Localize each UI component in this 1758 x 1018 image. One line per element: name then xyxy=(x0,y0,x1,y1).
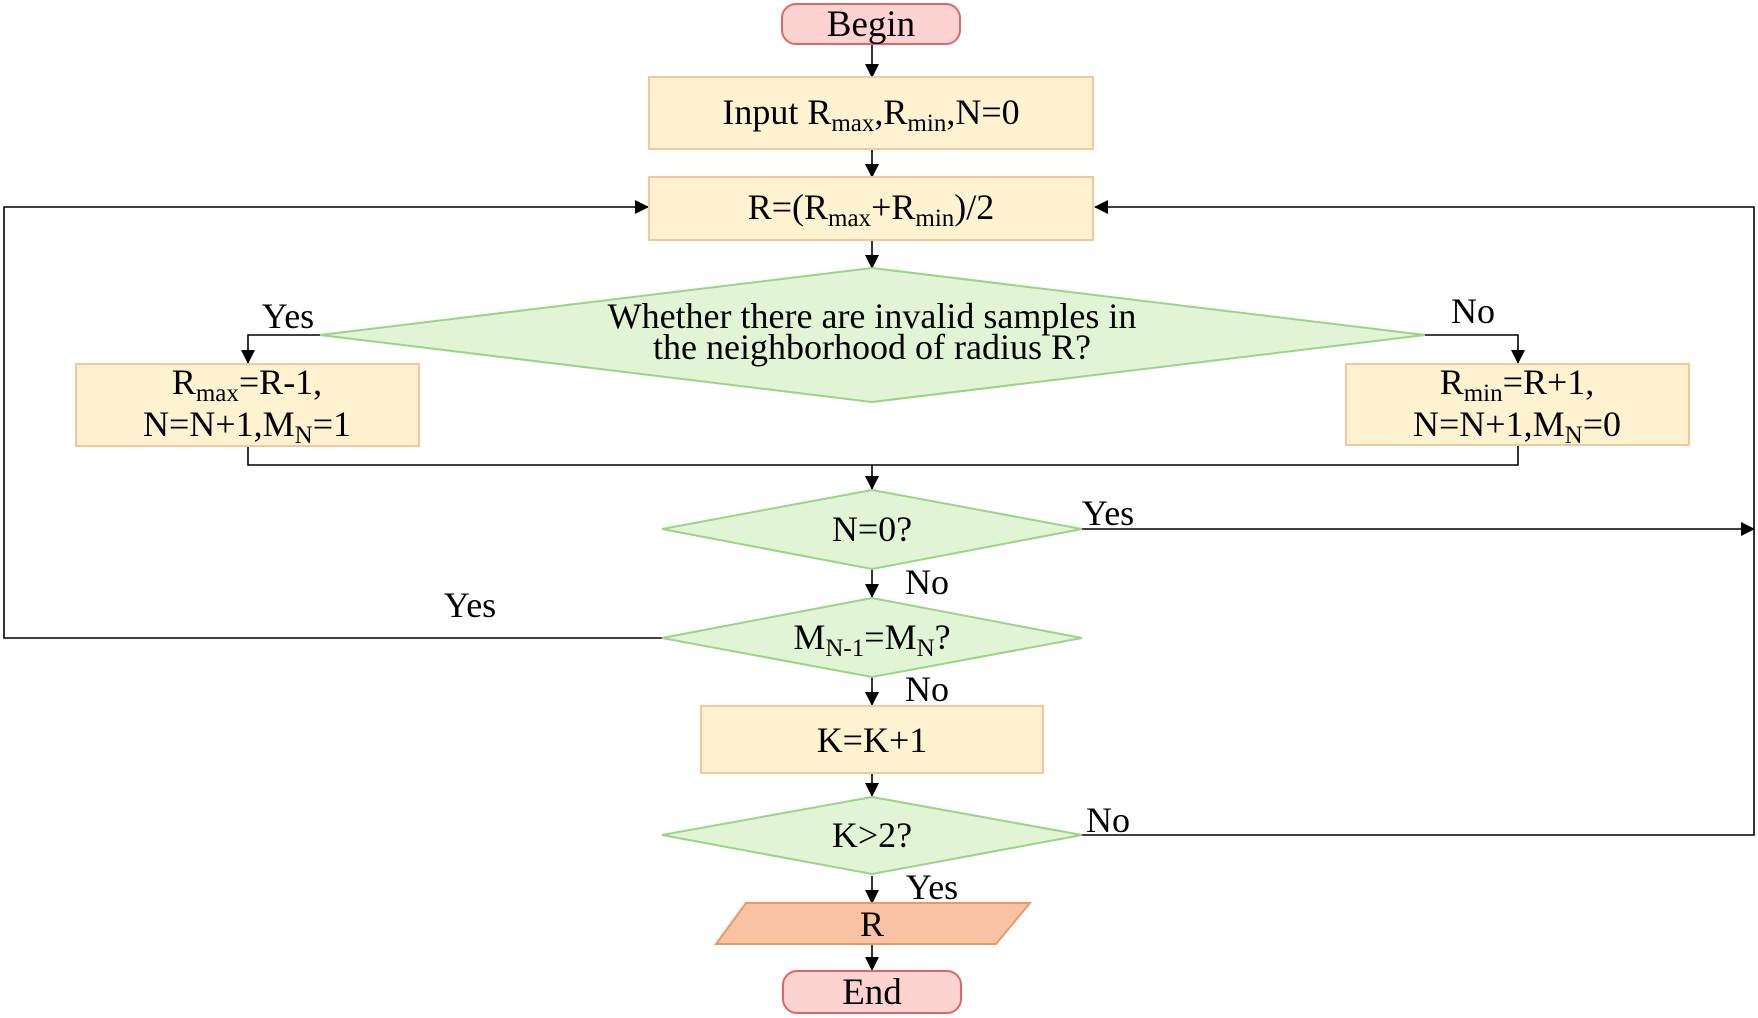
input-process: Input Rmax,Rmin,N=0 xyxy=(648,76,1094,150)
edge-labels: Yes No Yes No Yes No No Yes xyxy=(262,291,1495,907)
rmax-update-line1: Rmax=R-1, xyxy=(172,362,322,407)
rmin-update-line1: Rmin=R+1, xyxy=(1440,362,1595,407)
edge-invalid-no xyxy=(1425,334,1525,364)
increment-k-shape xyxy=(700,705,1044,774)
rmin-update-line2: N=N+1,MN=0 xyxy=(1413,404,1621,449)
n-zero-label: N=0? xyxy=(832,509,912,549)
input-shape xyxy=(648,76,1094,150)
label-invalid-yes: Yes xyxy=(262,296,314,336)
k-greater-decision: K>2? xyxy=(661,795,1083,876)
increment-k-label: K=K+1 xyxy=(817,720,928,760)
rmax-update-line2: N=N+1,MN=1 xyxy=(143,404,351,449)
begin-shape xyxy=(781,3,961,45)
begin-label: Begin xyxy=(827,4,915,45)
edge-k-no-loop xyxy=(1082,200,1755,836)
k-greater-shape xyxy=(661,795,1083,876)
m-equal-shape xyxy=(661,596,1083,679)
end-label: End xyxy=(842,972,902,1013)
m-equal-decision: MN-1=MN? xyxy=(661,596,1083,679)
output-r-io: R xyxy=(714,902,1033,945)
label-n0-no: No xyxy=(905,562,949,602)
output-r-shape xyxy=(714,902,1033,945)
label-k-yes: Yes xyxy=(906,867,958,907)
n-zero-shape xyxy=(661,488,1083,571)
invalid-samples-line1: Whether there are invalid samples in xyxy=(608,296,1137,336)
label-k-no: No xyxy=(1086,800,1130,840)
begin-terminal: Begin xyxy=(781,3,961,45)
input-label: Input Rmax,Rmin,N=0 xyxy=(722,92,1019,137)
label-n0-yes: Yes xyxy=(1082,493,1134,533)
rmin-update-process: Rmin=R+1, N=N+1,MN=0 xyxy=(1345,362,1690,449)
rmax-update-shape xyxy=(75,363,420,447)
output-r-label: R xyxy=(860,904,884,944)
end-terminal: End xyxy=(782,970,962,1014)
label-m-no: No xyxy=(905,669,949,709)
edge-left-merge xyxy=(247,446,1519,466)
increment-k-process: K=K+1 xyxy=(700,705,1044,774)
connectors xyxy=(3,44,1755,971)
compute-r-shape xyxy=(648,176,1094,241)
label-m-yes: Yes xyxy=(444,585,496,625)
invalid-samples-decision: Whether there are invalid samples in the… xyxy=(319,266,1426,404)
invalid-samples-shape xyxy=(319,266,1426,404)
edge-invalid-yes xyxy=(241,334,322,364)
compute-r-process: R=(Rmax+Rmin)/2 xyxy=(648,176,1094,241)
n-zero-decision: N=0? xyxy=(661,488,1083,571)
rmax-update-process: Rmax=R-1, N=N+1,MN=1 xyxy=(75,362,420,449)
m-equal-label: MN-1=MN? xyxy=(793,617,950,662)
compute-r-label: R=(Rmax+Rmin)/2 xyxy=(748,187,995,232)
end-shape xyxy=(782,970,962,1014)
invalid-samples-line2: the neighborhood of radius R? xyxy=(653,327,1091,367)
label-invalid-no: No xyxy=(1451,291,1495,331)
edge-m-yes-loop xyxy=(3,200,662,639)
k-greater-label: K>2? xyxy=(832,815,912,855)
rmin-update-shape xyxy=(1345,363,1690,446)
